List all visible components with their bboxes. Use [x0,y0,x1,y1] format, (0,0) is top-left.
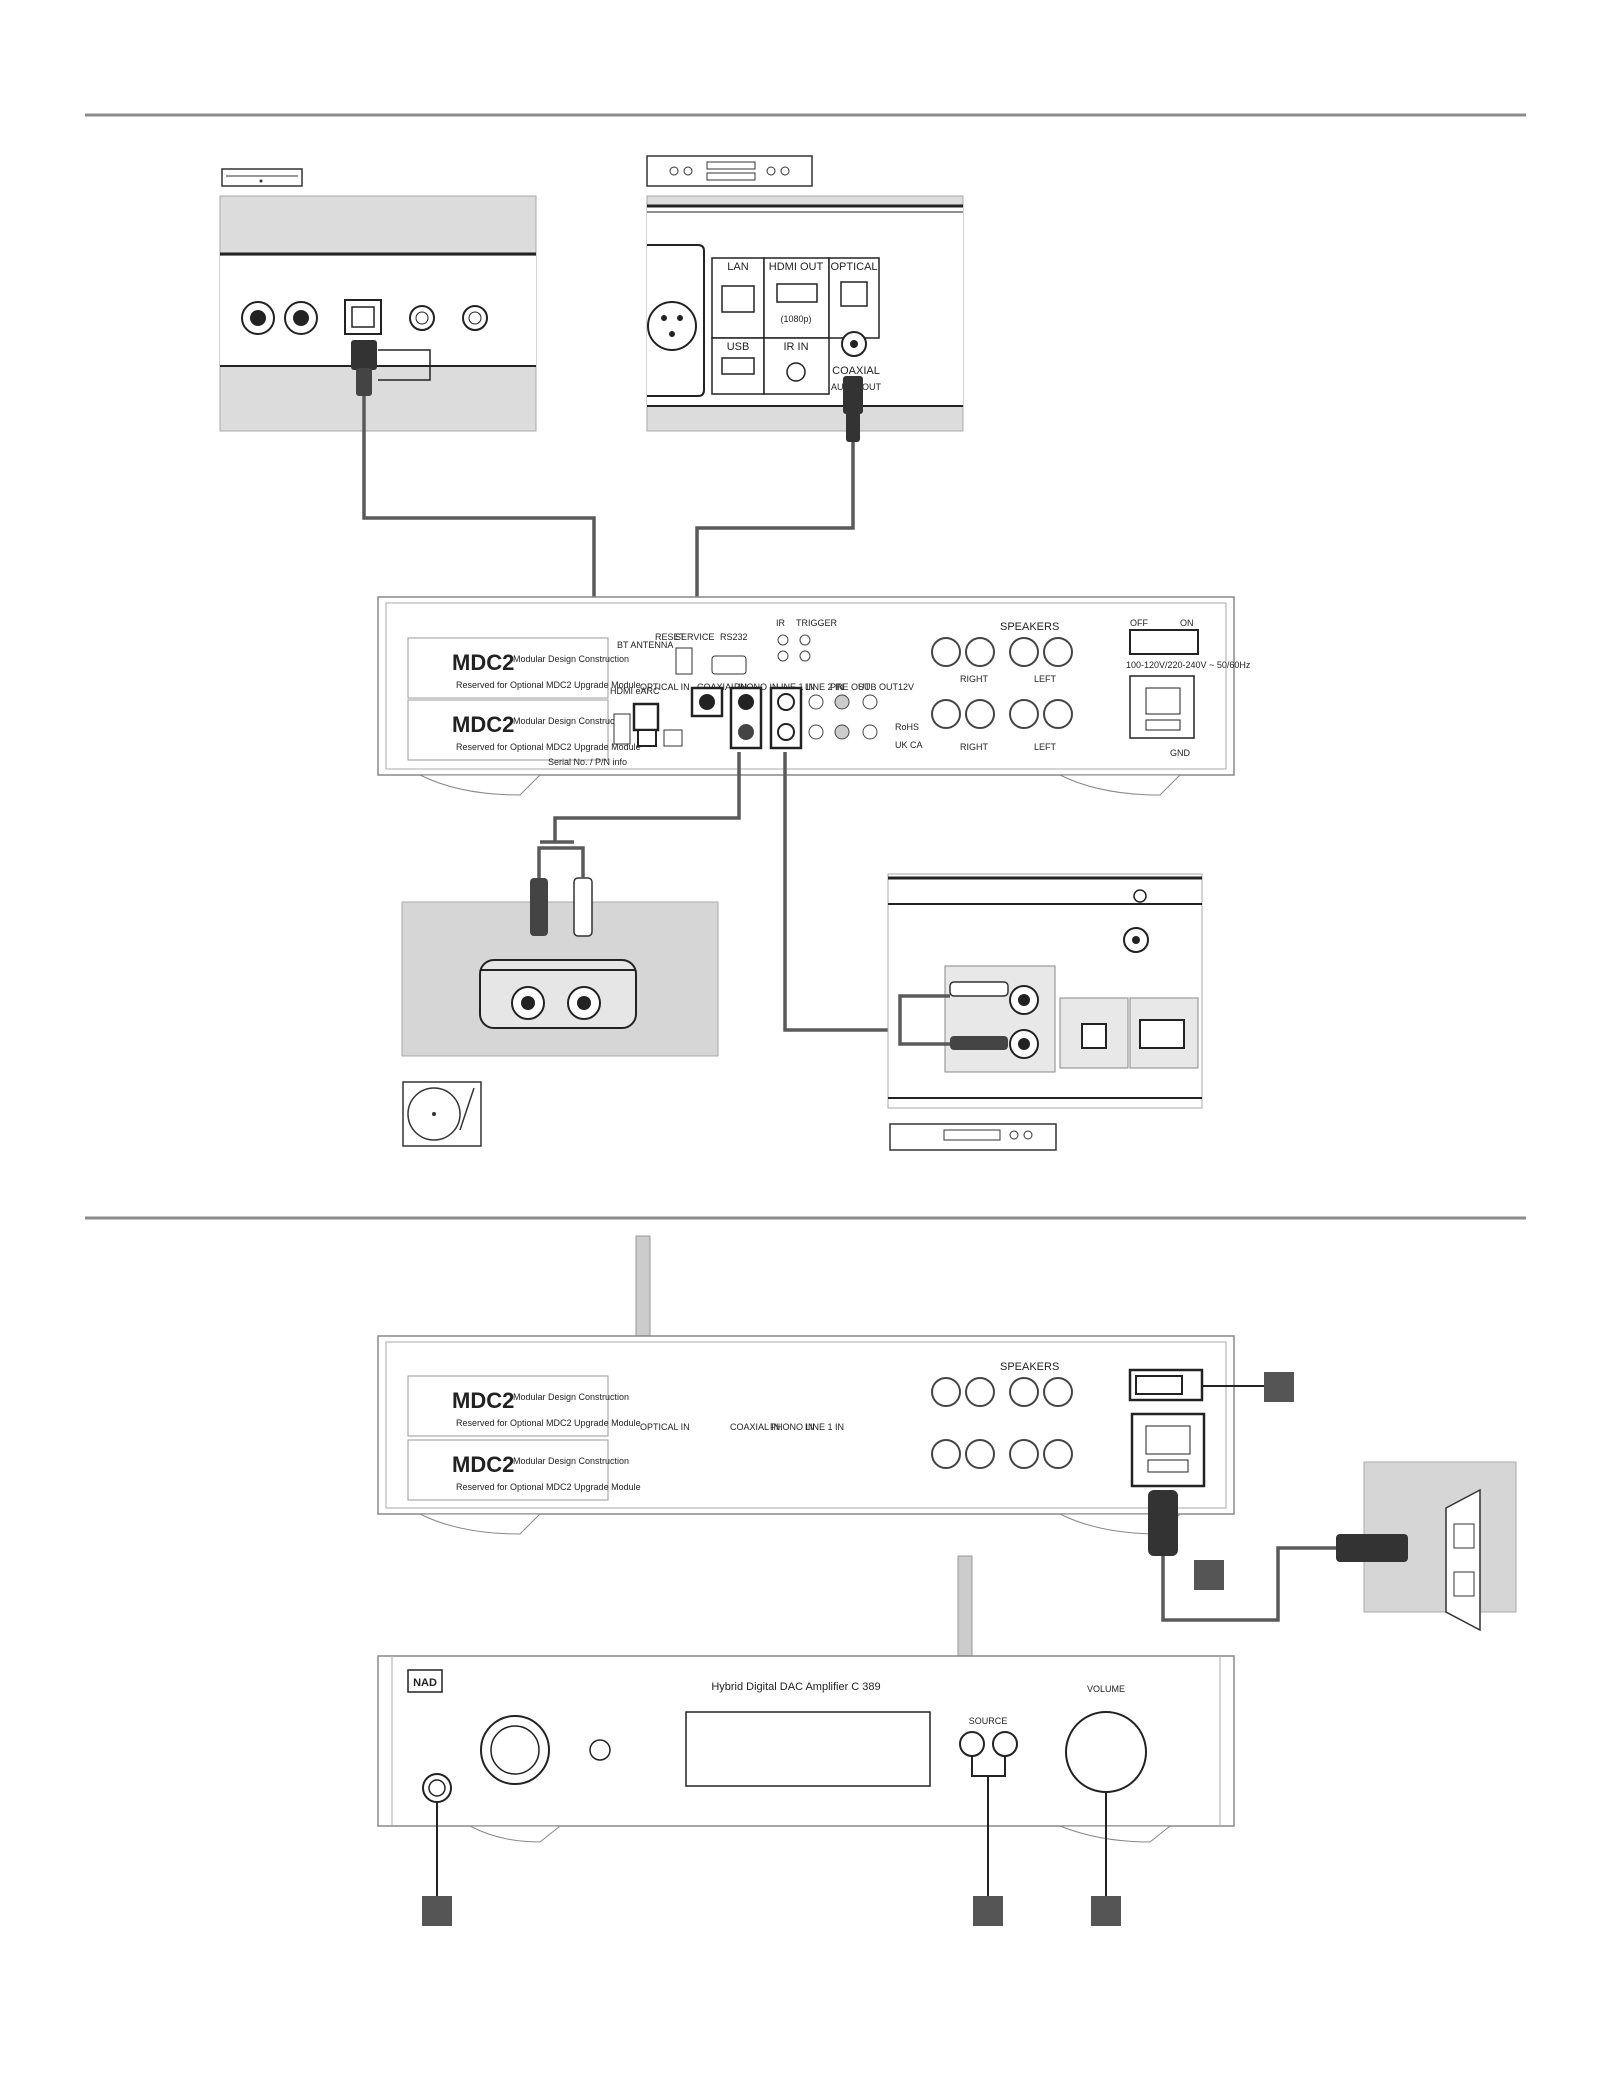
ukca-label: UK CA [895,740,923,750]
mains-plug [1336,1534,1408,1562]
mdc2-sub: Modular Design Construction [513,1456,629,1466]
mdc2-note: Reserved for Optional MDC2 Upgrade Modul… [456,1418,641,1428]
power-switch [1129,629,1199,655]
reset-label: RESET [655,632,686,642]
amp-rear-top: MDC2 Modular Design Construction Reserve… [377,596,1251,796]
tv-icon [221,168,303,187]
optical-in-label: OPTICAL IN [640,682,690,692]
optical-plug [351,340,377,370]
coaxial-label: COAXIAL [832,365,880,377]
nad-logo [407,1669,443,1693]
optical-in-label: OPTICAL IN [640,1422,690,1432]
bt-antenna-label: BT ANTENNA [617,640,673,650]
left-label: LEFT [1034,674,1057,684]
callout-box [422,1896,452,1926]
lan-port [721,285,755,313]
line1-in-label: LINE 1 IN [805,1422,844,1432]
mdc2-logo: MDC2 [452,650,514,675]
speakers-label: SPEAKERS [1000,1361,1059,1373]
hdmi-out-label: HDMI OUT [769,261,824,273]
volume-label: VOLUME [1087,1684,1125,1694]
wall-outlet [1336,1461,1517,1632]
right-label: RIGHT [960,742,989,752]
streamer-device [887,873,1203,1151]
ir-label: IR [776,618,786,628]
phono-in-label: PHONO IN [770,1422,815,1432]
player-optical-label: OPTICAL [830,261,877,273]
phono-cable [553,752,741,842]
player-optical-port [840,281,868,307]
hdmi-arc-label: HDMI eARC [610,686,660,696]
rca-plug-black [530,878,548,936]
callout-box [1264,1372,1294,1402]
iec-inlet-highlight [1130,1412,1206,1488]
coaxial-plug [843,376,863,414]
lan-label: LAN [727,261,748,273]
v12-label: 12V [898,682,914,692]
mains-label: 100-120V/220-240V ~ 50/60Hz [1126,660,1251,670]
screw-icon [1133,889,1147,903]
mdc2-sub: Modular Design Construction [513,716,629,726]
mdc2-logo: MDC2 [452,1388,514,1413]
power-plug-iec [1148,1490,1178,1556]
usb-label: USB [727,341,750,353]
hdmi-port [776,283,818,303]
antenna [957,1555,973,1657]
xlr-connector [647,301,697,351]
model-label: Hybrid Digital DAC Amplifier C 389 [711,1681,880,1693]
source-left-button [959,1731,985,1757]
source-right-button [992,1731,1018,1757]
right-label: RIGHT [960,674,989,684]
speakers-label: SPEAKERS [1000,621,1059,633]
serial-label: Serial No. / P/N info [548,757,627,767]
callout-box [1091,1896,1121,1926]
left-label: LEFT [1034,742,1057,752]
mdc2-note: Reserved for Optional MDC2 Upgrade Modul… [456,680,641,690]
sub-out-label: SUB OUT [858,682,899,692]
coaxial-in-label: COAXIAL IN [730,1422,780,1432]
gnd-label: GND [1170,748,1191,758]
amp-optical-in-port [632,702,660,732]
mdc2-logo: MDC2 [452,1452,514,1477]
turntable-device [401,846,719,1147]
trigger-label: TRIGGER [796,618,838,628]
display-window [685,1711,931,1787]
mdc2-note: Reserved for Optional MDC2 Upgrade Modul… [456,1482,641,1492]
callout-box [973,1896,1003,1926]
on-label: ON [1180,618,1194,628]
rohs-label: RoHS [895,722,919,732]
off-label: OFF [1130,618,1148,628]
pre-out-label: PRE OUT [830,682,871,692]
amp-front: NAD Hybrid Digital DAC Amplifier C 389 S… [377,1555,1235,1843]
hdmi-sub-label: (1080p) [780,314,811,324]
nad-brand: NAD [413,1677,437,1689]
service-label: SERVICE [675,632,714,642]
line2-in-label: LINE 2 IN [805,682,844,692]
amp-rear-bottom: MDC2 Modular Design Construction Reserve… [377,1235,1294,1535]
mdc2-logo: MDC2 [452,712,514,737]
rca-plug-white [573,877,593,937]
volume-knob [1065,1711,1147,1793]
mdc2-note: Reserved for Optional MDC2 Upgrade Modul… [456,742,641,752]
power-cable [1161,1546,1336,1622]
rs232-label: RS232 [720,632,748,642]
source-label: SOURCE [969,1716,1008,1726]
tv-device [219,168,537,432]
mdc2-sub: Modular Design Construction [513,654,629,664]
usb-port [721,357,755,375]
player-device: LAN HDMI OUT (1080p) OPTICAL USB IR IN C… [646,155,964,442]
callout-box [1194,1560,1224,1590]
line-cable [783,752,900,1032]
ir-in-label: IR IN [783,341,808,353]
mdc2-sub: Modular Design Construction [513,1392,629,1402]
